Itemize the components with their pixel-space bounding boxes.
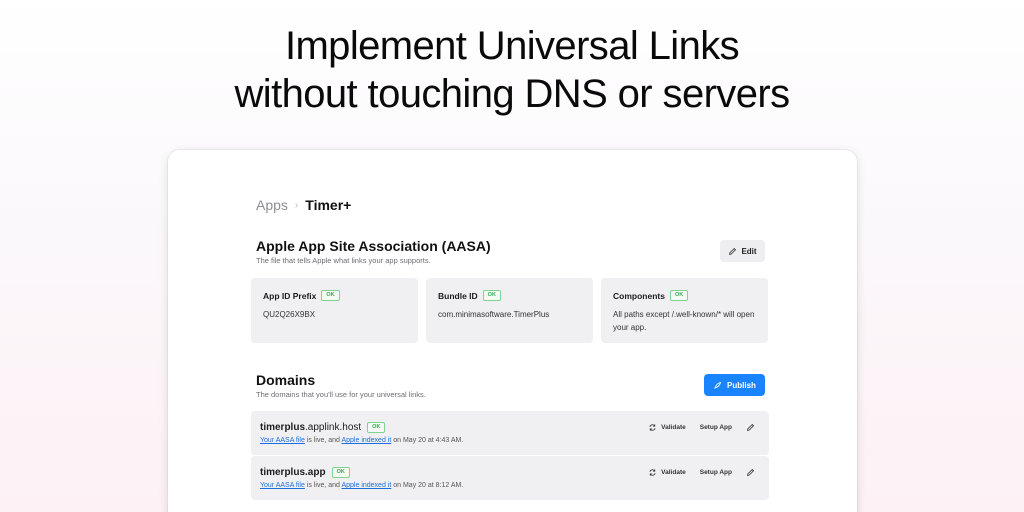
status-badge: OK (331, 467, 350, 478)
breadcrumb-current: Timer+ (305, 197, 352, 213)
edit-domain-button[interactable] (746, 468, 755, 477)
status-badge: OK (321, 290, 340, 301)
card-label: App ID Prefix (263, 290, 317, 301)
card-bundle-id: Bundle ID OK com.minimasoftware.TimerPlu… (426, 278, 593, 343)
edit-label: Edit (741, 246, 757, 256)
card-components: Components OK All paths except /.well-kn… (601, 278, 768, 343)
domains-list: timerplus.applink.host OK Your AASA file… (251, 411, 769, 501)
domain-name: timerplus.app (260, 467, 326, 478)
headline-line-1: Implement Universal Links (284, 24, 740, 68)
validate-button[interactable]: Validate (648, 423, 686, 432)
aasa-file-link[interactable]: Your AASA file (260, 482, 305, 489)
status-badge: OK (482, 290, 501, 301)
domain-row: timerplus.app OK Your AASA file is live,… (251, 456, 769, 500)
aasa-file-link[interactable]: Your AASA file (260, 437, 305, 444)
aasa-cards: App ID Prefix OK QU2Q26X9BX Bundle ID OK… (251, 278, 768, 343)
refresh-icon (648, 468, 657, 477)
refresh-icon (648, 423, 657, 432)
rocket-icon (713, 381, 722, 390)
breadcrumb-apps-link[interactable]: Apps (256, 197, 288, 213)
setup-app-button[interactable]: Setup App (699, 469, 732, 476)
card-value: QU2Q26X9BX (263, 310, 316, 319)
breadcrumb: Apps › Timer+ (256, 197, 351, 213)
validate-button[interactable]: Validate (648, 468, 686, 477)
chevron-right-icon: › (294, 199, 299, 211)
edit-domain-button[interactable] (746, 423, 755, 432)
card-value: com.minimasoftware.TimerPlus (438, 310, 550, 319)
apple-indexed-link[interactable]: Apple indexed it (341, 482, 392, 489)
publish-label: Publish (727, 380, 756, 390)
card-app-id-prefix: App ID Prefix OK QU2Q26X9BX (251, 278, 418, 343)
setup-app-button[interactable]: Setup App (699, 424, 732, 431)
pencil-icon (746, 423, 755, 432)
pencil-icon (746, 468, 755, 477)
publish-button[interactable]: Publish (704, 374, 765, 396)
pencil-icon (728, 247, 737, 256)
app-window: Apps › Timer+ Apple App Site Association… (168, 150, 857, 512)
domain-status: Your AASA file is live, and Apple indexe… (260, 482, 464, 489)
domains-title: Domains (256, 372, 316, 388)
status-badge: OK (669, 290, 689, 301)
domain-status: Your AASA file is live, and Apple indexe… (260, 437, 464, 444)
domains-subtitle: The domains that you'll use for your uni… (256, 390, 426, 399)
aasa-title: Apple App Site Association (AASA) (256, 238, 491, 254)
status-badge: OK (367, 422, 386, 433)
domain-row: timerplus.applink.host OK Your AASA file… (251, 411, 769, 455)
aasa-subtitle: The file that tells Apple what links you… (256, 256, 431, 265)
card-value: All paths except /.well-known/* will ope… (613, 310, 755, 332)
domain-name: timerplus.applink.host (260, 422, 362, 433)
card-label: Components (613, 290, 665, 301)
headline: Implement Universal Links without touchi… (0, 22, 1024, 118)
card-label: Bundle ID (438, 290, 478, 301)
edit-button[interactable]: Edit (720, 240, 765, 262)
headline-line-2: without touching DNS or servers (234, 72, 791, 116)
apple-indexed-link[interactable]: Apple indexed it (341, 437, 392, 444)
